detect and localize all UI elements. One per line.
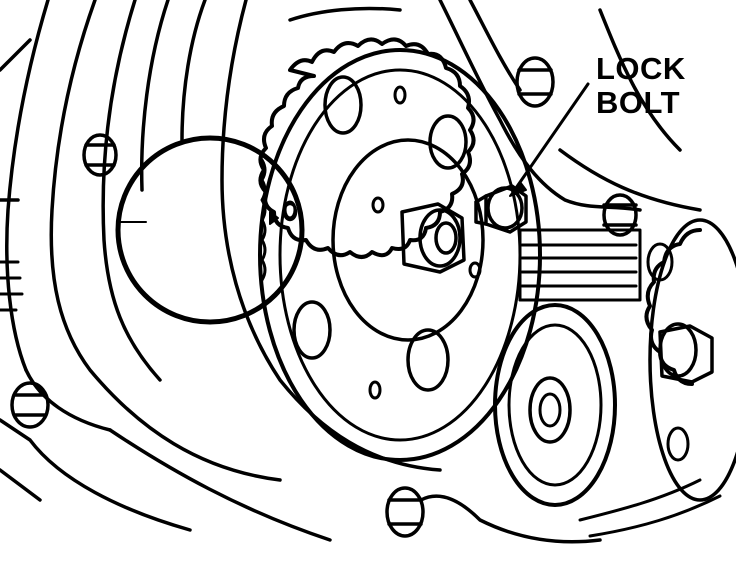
lock-bolt-leader-line xyxy=(514,82,590,190)
housing-bolt-lower-left xyxy=(10,381,50,429)
idler-mount-bolt xyxy=(602,193,638,237)
leader-arrowhead xyxy=(509,181,527,197)
tensioner-bolt xyxy=(385,486,602,544)
left-edge-ticks xyxy=(0,260,24,312)
camshaft-sprocket xyxy=(258,37,542,462)
right-housing-bolt xyxy=(658,324,714,384)
lower-belt-line xyxy=(578,478,722,538)
timing-cover-outline xyxy=(0,0,442,542)
upper-right-housing xyxy=(288,0,702,212)
bolt-label: BOLT xyxy=(596,85,681,120)
timing-mark-circle xyxy=(115,135,305,325)
lock-label: LOCK xyxy=(596,51,686,86)
tensioner-pulley xyxy=(493,303,617,507)
lock-bolt xyxy=(474,184,528,234)
housing-bolt-left xyxy=(82,133,118,177)
timing-belt xyxy=(518,228,642,302)
sprocket-center-bolt xyxy=(400,202,466,274)
upper-housing-bolt xyxy=(515,56,555,108)
timing-mark-pointer xyxy=(269,211,279,225)
